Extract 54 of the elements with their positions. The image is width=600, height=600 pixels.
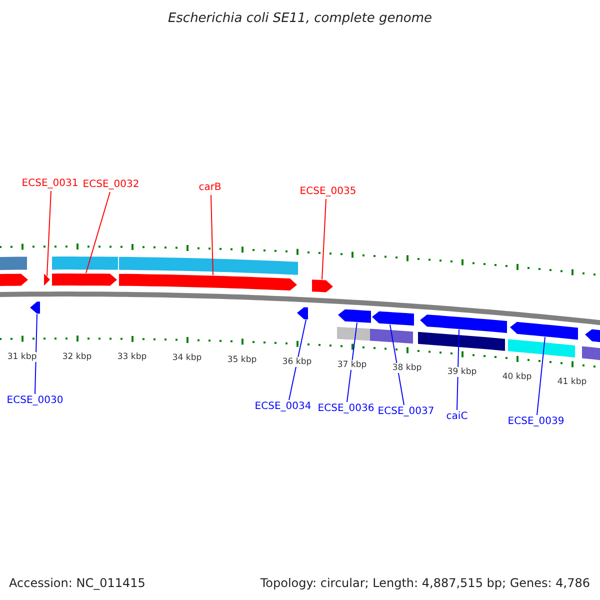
leader-line bbox=[288, 319, 306, 400]
gene-label: carB bbox=[198, 181, 222, 195]
gene-feature bbox=[30, 302, 40, 314]
leader-line bbox=[86, 192, 110, 274]
scale-label: 37 kbp bbox=[337, 360, 367, 370]
leader-line bbox=[456, 329, 460, 410]
gene-feature bbox=[420, 314, 507, 334]
gene-feature bbox=[585, 329, 600, 342]
leader-line bbox=[390, 324, 404, 406]
leader-line bbox=[210, 194, 214, 276]
scale-label: 33 kbp bbox=[117, 352, 147, 362]
scale-label: 41 kbp bbox=[557, 377, 587, 388]
leader-line bbox=[46, 190, 52, 277]
gene-feature bbox=[0, 274, 28, 286]
gene-feature bbox=[372, 311, 414, 326]
gene-label: ECSE_0034 bbox=[254, 400, 312, 414]
gene-feature bbox=[312, 280, 333, 292]
scale-label: 35 kbp bbox=[227, 354, 257, 365]
leader-line bbox=[346, 322, 358, 402]
cog-bar bbox=[337, 326, 370, 341]
scale-label: 34 kbp bbox=[172, 352, 202, 363]
leader-line bbox=[34, 314, 38, 394]
cog-bar bbox=[418, 332, 505, 351]
gene-label: ECSE_0039 bbox=[508, 415, 564, 429]
gene-label: caiC bbox=[446, 410, 468, 424]
scale-label: 32 kbp bbox=[62, 352, 92, 362]
gene-label: ECSE_0030 bbox=[6, 394, 64, 408]
cog-bar bbox=[119, 256, 298, 275]
gene-feature bbox=[119, 274, 297, 291]
cog-bar bbox=[370, 328, 413, 344]
cog-bar bbox=[582, 346, 600, 360]
gene-feature bbox=[297, 307, 308, 320]
gene-feature bbox=[510, 322, 578, 340]
leader-line bbox=[322, 198, 326, 280]
gene-label: ECSE_0036 bbox=[318, 402, 374, 416]
gene-label: ECSE_0032 bbox=[82, 178, 140, 192]
cog-bar bbox=[52, 256, 118, 270]
cog-bar bbox=[508, 339, 575, 358]
gene-feature bbox=[338, 309, 371, 323]
leader-line bbox=[536, 336, 546, 416]
gene-label: ECSE_0037 bbox=[378, 405, 434, 419]
gene-feature bbox=[52, 274, 117, 286]
title: Escherichia coli SE11, complete genome bbox=[166, 10, 434, 28]
gene-label: ECSE_0031 bbox=[22, 177, 78, 191]
scale-label: 31 kbp bbox=[7, 352, 37, 362]
gene-feature bbox=[44, 274, 50, 286]
gene-label: ECSE_0035 bbox=[300, 185, 356, 199]
scale-label: 36 kbp bbox=[282, 356, 312, 367]
scale-label: 39 kbp bbox=[447, 367, 477, 378]
cog-bar bbox=[0, 256, 27, 270]
accession-text: Accession: NC_011415 bbox=[9, 575, 146, 592]
genome-info-text: Topology: circular; Length: 4,887,515 bp; Genes: 4,786 bbox=[260, 575, 590, 592]
scale-label: 38 kbp bbox=[392, 363, 422, 374]
scale-label: 40 kbp bbox=[502, 372, 532, 382]
